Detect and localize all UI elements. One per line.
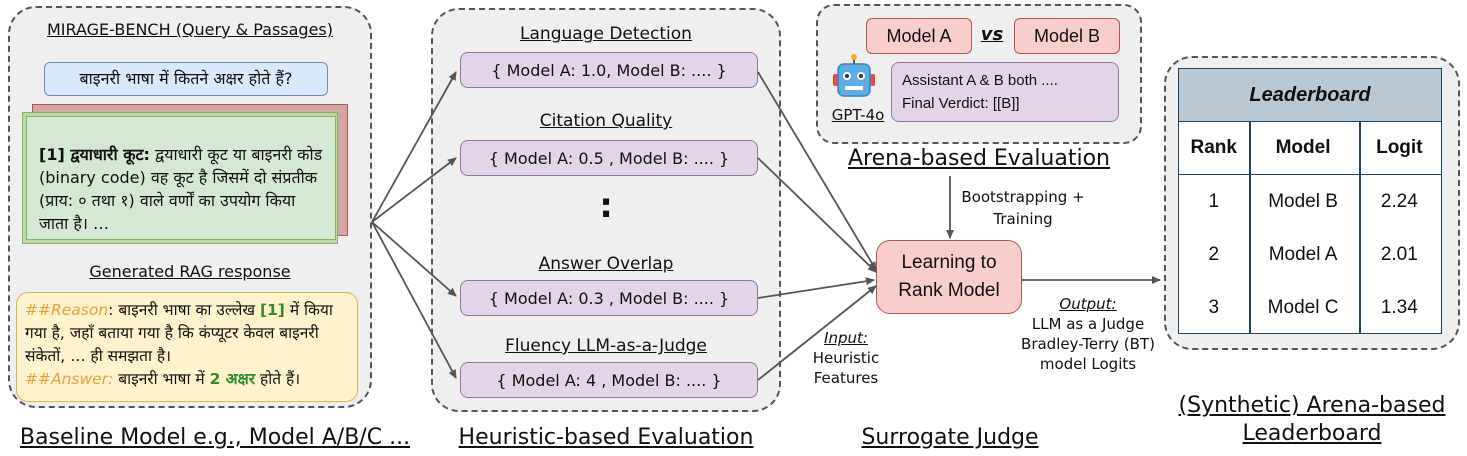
surrogate-caption: Surrogate Judge (861, 425, 1039, 450)
rag-response-box: ##Reason: बाइनरी भाषा का उल्लेख [1] में … (16, 292, 358, 402)
model-a-box: Model A (866, 18, 972, 54)
heuristic-score-1: { Model A: 0.5 , Model B: .... } (460, 140, 758, 176)
judge-label: GPT-4o (831, 106, 885, 124)
assistant-line: Assistant A & B both .... (902, 72, 1058, 89)
column-divider (1249, 121, 1251, 333)
model-cell: Model A (1268, 243, 1338, 265)
learning-to-rank-box: Learning to Rank Model (876, 240, 1022, 314)
heuristic-score-2: { Model A: 0.3 , Model B: .... } (460, 280, 758, 316)
rag-response-title: Generated RAG response (89, 262, 291, 281)
leaderboard-table: Leaderboard Rank Model Logit 1 Model B 2… (1178, 68, 1442, 334)
passage-heading: [1] द्वयाधारी कूट: (39, 145, 150, 164)
reason-label: ##Reason (25, 301, 109, 319)
table-row: 1 Model B 2.24 (1179, 175, 1441, 228)
input-text: Heuristic Features (812, 349, 880, 387)
heuristic-title-2: Answer Overlap (538, 254, 674, 274)
model-b-box: Model B (1014, 18, 1120, 54)
verdict-box: Assistant A & B both .... Final Verdict:… (891, 62, 1119, 122)
input-label: Input: (824, 329, 868, 347)
heuristic-title-1: Citation Quality (539, 111, 673, 131)
logit-cell: 2.01 (1380, 243, 1418, 265)
model-cell: Model C (1267, 296, 1339, 318)
heuristic-score-3: { Model A: 4 , Model B: .... } (460, 362, 758, 398)
bootstrap-label: Bootstrapping + Training (961, 188, 1085, 228)
answer-text: बाइनरी भाषा में (113, 370, 210, 388)
heuristic-caption: Heuristic-based Evaluation (458, 425, 754, 450)
answer-highlight: 2 अक्षर (209, 370, 256, 388)
passage-card-front: [1] द्वयाधारी कूट: द्वयाधारी कूट या बाइन… (26, 116, 336, 240)
input-annotation: Input: Heuristic Features (798, 328, 894, 388)
leaderboard-header: Rank Model Logit (1179, 122, 1441, 175)
output-label: Output: (1059, 295, 1117, 313)
answer-text-2: होते हैं। (255, 370, 301, 388)
rank-cell: 3 (1208, 296, 1220, 318)
column-divider (1359, 121, 1361, 333)
logit-cell: 1.34 (1380, 296, 1418, 318)
leaderboard-title: Leaderboard (1179, 69, 1441, 122)
reason-citation: [1] (259, 301, 285, 319)
table-row: 2 Model A 2.01 (1179, 228, 1441, 281)
output-text: LLM as a Judge Bradley-Terry (BT) model … (1021, 315, 1155, 373)
leaderboard-caption: (Synthetic) Arena-based Leaderboard (1178, 393, 1446, 446)
baseline-caption: Baseline Model e.g., Model A/B/C ... (19, 425, 411, 450)
reason-text: : बाइनरी भाषा का उल्लेख (108, 301, 260, 319)
heuristic-score-0: { Model A: 1.0, Model B: .... } (460, 52, 758, 88)
query-box: बाइनरी भाषा में कितने अक्षर होते हैं? (44, 62, 328, 96)
heuristic-title-3: Fluency LLM-as-a-Judge (505, 336, 707, 356)
heuristic-title-0: Language Detection (520, 24, 692, 44)
logit-cell: 2.24 (1380, 190, 1418, 212)
vs-label: vs (980, 24, 1004, 45)
robot-icon (830, 54, 878, 102)
model-cell: Model B (1268, 190, 1338, 212)
header-logit: Logit (1376, 137, 1423, 158)
rank-cell: 2 (1208, 243, 1220, 265)
answer-label: ##Answer: (25, 370, 114, 388)
header-rank: Rank (1190, 137, 1237, 158)
heuristic-ellipsis: : (599, 186, 613, 226)
table-row: 3 Model C 1.34 (1179, 281, 1441, 334)
verdict-line: Final Verdict: [[B]] (902, 95, 1020, 112)
rank-cell: 1 (1208, 190, 1220, 212)
arena-caption: Arena-based Evaluation (848, 146, 1110, 171)
output-annotation: Output: LLM as a Judge Bradley-Terry (BT… (1000, 294, 1176, 374)
passage-text: द्वयाधारी कूट या बाइनरी कोड (binary code… (39, 145, 323, 233)
reason-text-2: में किया गया है, जहाँ बताया गया है कि कं… (25, 301, 333, 365)
header-model: Model (1275, 137, 1331, 158)
mirage-bench-title: MIRAGE-BENCH (Query & Passages) (46, 20, 333, 39)
